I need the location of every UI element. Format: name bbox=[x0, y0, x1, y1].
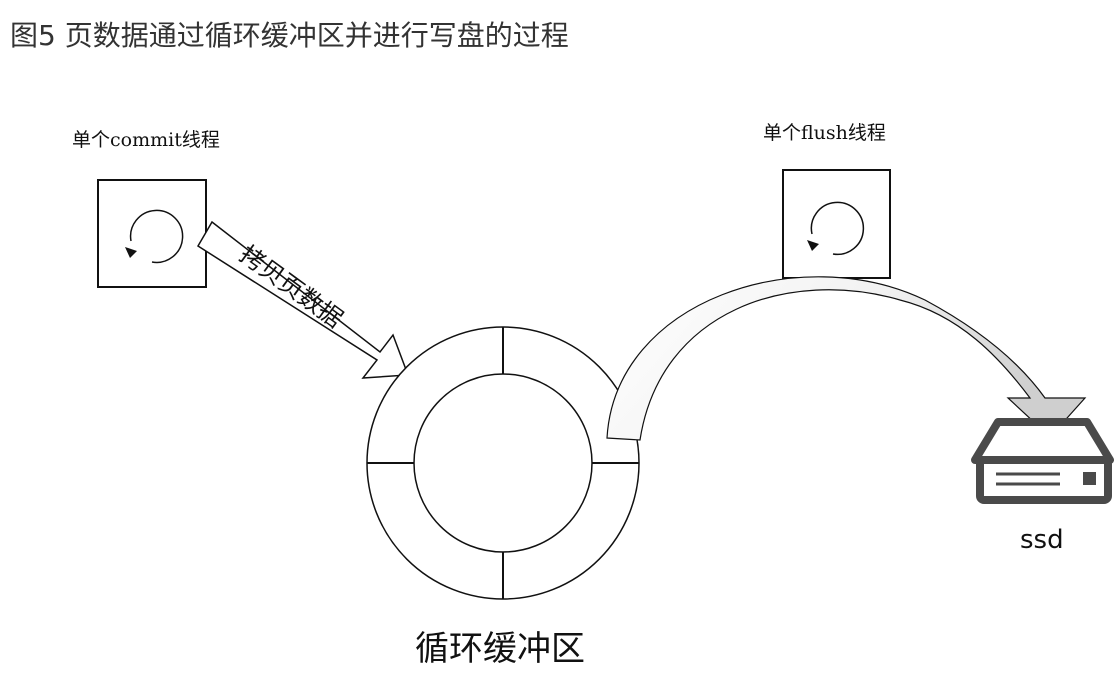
copy-arrow-label: 拷贝页数据 bbox=[234, 240, 348, 333]
cycle-icon bbox=[807, 201, 865, 256]
flush-thread-label: 单个flush线程 bbox=[763, 122, 886, 144]
flush-thread-node: 单个flush线程 bbox=[763, 122, 891, 279]
commit-thread-box bbox=[97, 179, 207, 288]
commit-thread-node: 单个commit线程 bbox=[72, 129, 220, 288]
ssd-drive-icon bbox=[971, 418, 1114, 504]
ring-buffer-node: 循环缓冲区 bbox=[366, 326, 640, 669]
figure-title: 图5 页数据通过循环缓冲区并进行写盘的过程 bbox=[10, 19, 569, 52]
ring-buffer-inner bbox=[413, 373, 593, 553]
ring-buffer-label: 循环缓冲区 bbox=[415, 629, 585, 669]
commit-thread-label: 单个commit线程 bbox=[72, 129, 220, 151]
flush-thread-box bbox=[782, 169, 891, 279]
ssd-label: ssd bbox=[1020, 525, 1064, 555]
flush-arrow bbox=[606, 276, 1087, 441]
ssd-node: ssd bbox=[971, 418, 1114, 555]
cycle-icon bbox=[125, 209, 184, 264]
copy-page-data-arrow: 拷贝页数据 bbox=[196, 220, 410, 379]
